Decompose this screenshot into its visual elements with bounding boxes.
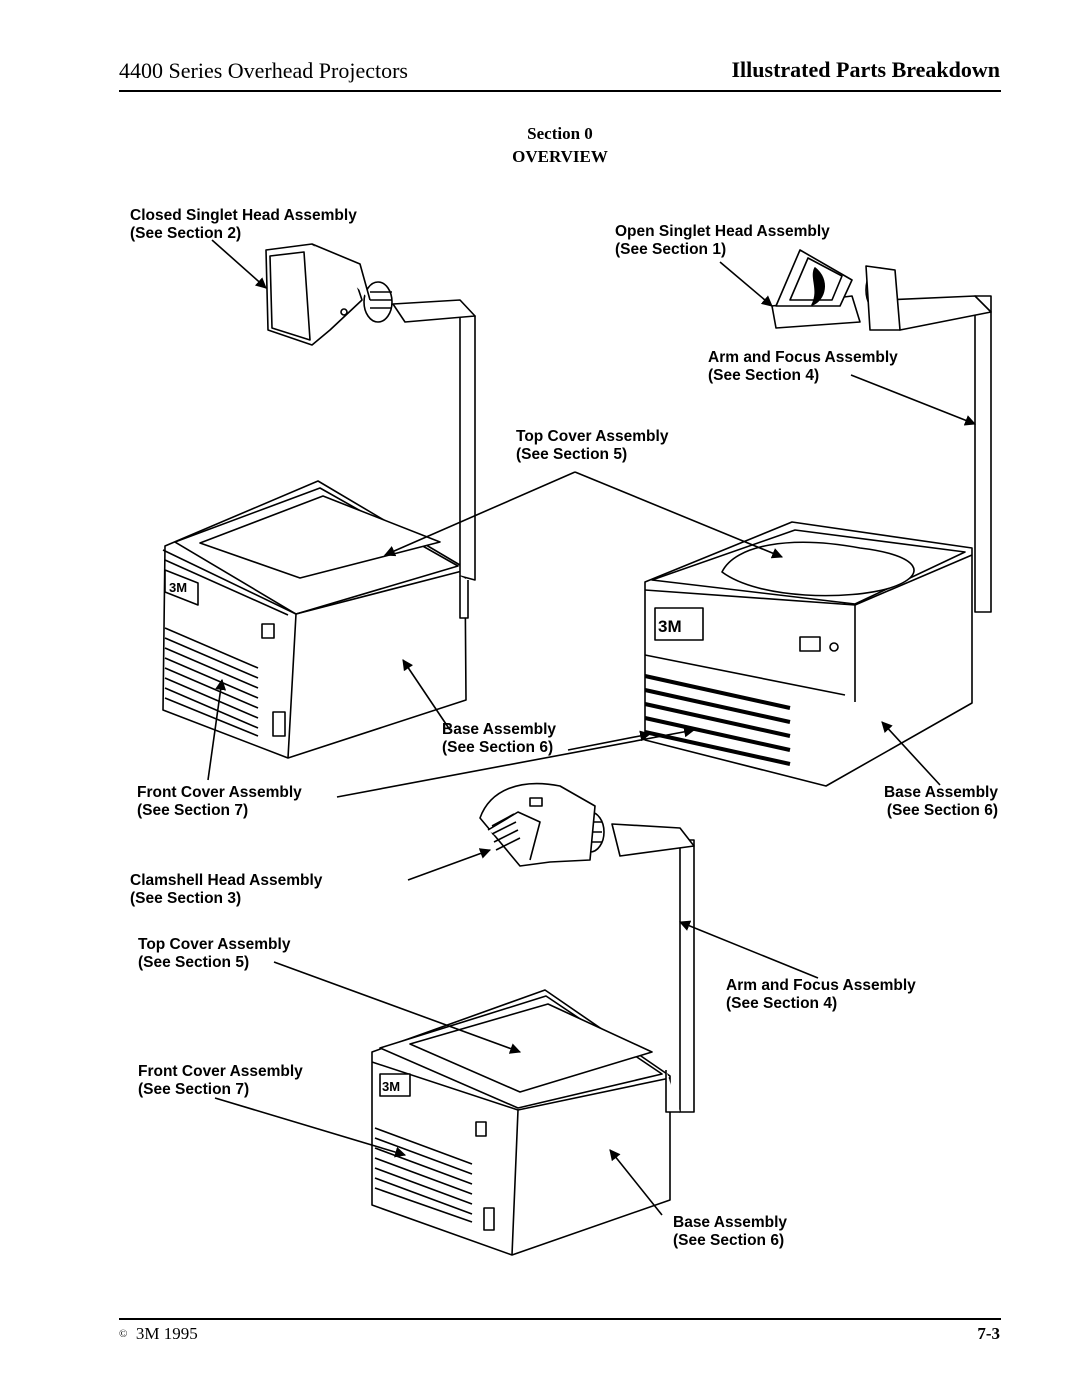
label-clamshell-head: Clamshell Head Assembly(See Section 3) bbox=[130, 872, 323, 907]
label-arm-focus-2: Arm and Focus Assembly(See Section 4) bbox=[726, 977, 916, 1012]
footer-copyright: © 3M 1995 bbox=[119, 1324, 198, 1343]
label-front-cover-1: Front Cover Assembly(See Section 7) bbox=[137, 784, 302, 819]
projector-clamshell: 3M bbox=[371, 782, 695, 1256]
section-number: Section 0 bbox=[527, 124, 593, 143]
projector-closed-singlet: 3M bbox=[162, 243, 476, 759]
projector-open-singlet: 3M bbox=[644, 249, 992, 787]
leader-lines bbox=[207, 239, 977, 1216]
header-rule bbox=[119, 90, 1001, 92]
logo-text-2: 3M bbox=[658, 617, 682, 636]
page-number: 7-3 bbox=[977, 1324, 1000, 1343]
label-base-3: Base Assembly(See Section 6) bbox=[673, 1214, 788, 1249]
label-front-cover-2: Front Cover Assembly(See Section 7) bbox=[138, 1063, 303, 1098]
footer-rule bbox=[119, 1318, 1001, 1320]
logo-text-3: 3M bbox=[382, 1079, 400, 1094]
label-arm-focus-1: Arm and Focus Assembly(See Section 4) bbox=[708, 349, 898, 384]
label-base-2: Base Assembly(See Section 6) bbox=[883, 784, 998, 819]
section-title: Illustrated Parts Breakdown bbox=[731, 57, 1001, 82]
label-open-singlet-head: Open Singlet Head Assembly(See Section 1… bbox=[615, 223, 830, 258]
section-name: OVERVIEW bbox=[512, 147, 608, 166]
label-top-cover-2: Top Cover Assembly(See Section 5) bbox=[138, 936, 291, 971]
label-base-1: Base Assembly(See Section 6) bbox=[442, 721, 557, 756]
logo-text-1: 3M bbox=[169, 580, 187, 595]
document-title: 4400 Series Overhead Projectors bbox=[119, 58, 408, 83]
label-closed-singlet-head: Closed Singlet Head Assembly(See Section… bbox=[130, 207, 357, 242]
label-top-cover-1: Top Cover Assembly(See Section 5) bbox=[516, 428, 669, 463]
